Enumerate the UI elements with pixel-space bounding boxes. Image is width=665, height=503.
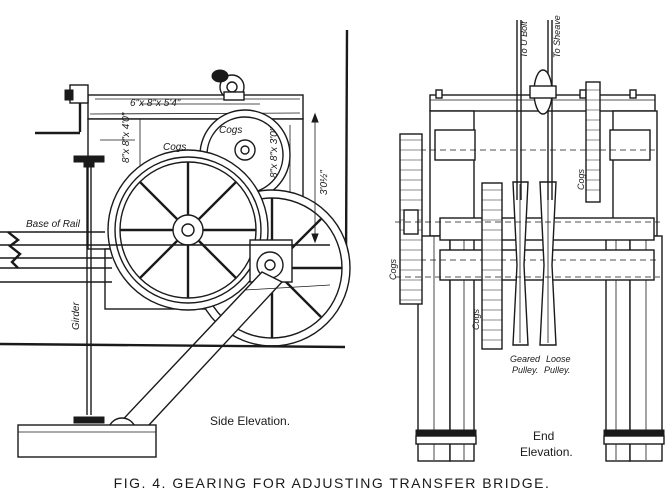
end-cog-gear-left [399,133,423,305]
cogs-label-2: Cogs [219,125,242,136]
top-timber [87,94,304,120]
dimension-label: 3'0½" [319,170,330,195]
figure-caption: FIG. 4. GEARING FOR ADJUSTING TRANSFER B… [114,475,551,491]
geared-pulley [512,181,529,346]
shaft [395,221,660,278]
side-elevation-title: Side Elevation. [210,414,290,428]
end-cog-gear-right [585,81,601,203]
cables [516,20,553,200]
bearing-block [249,239,293,283]
side-elevation: 6"x 8"x 5'4" 8"x 8"x 4'0" 8"x 8"x 3'0" C… [0,29,351,458]
cogs-label-1: Cogs [163,142,186,153]
cogs-mid-label: Cogs [471,308,481,330]
timber-right-label: 8"x 8"x 3'0" [269,127,280,178]
left-post [415,110,477,462]
cogs-left-label: Cogs [388,258,398,280]
to-u-bolt-label: To U Bolt [519,21,529,58]
spoked-flywheel-icon[interactable] [107,149,269,311]
geared-pulley-label-1: Geared [510,354,541,364]
loose-pulley [539,181,557,346]
guide-rod [344,29,349,266]
cog-gear-icon [211,69,245,101]
end-elevation: To U Bolt To Sheave Cogs Cogs Cogs Geare… [388,15,665,462]
timber-top-label: 6"x 8"x 5'4" [130,98,181,109]
end-elevation-title-1: End [533,429,554,443]
girder-label: Girder [71,302,82,330]
base-bed [17,424,157,458]
right-post [603,110,665,462]
girder-column [73,155,105,424]
geared-pulley-label-2: Pulley. [512,365,538,375]
timber-left-label: 8"x 8"x 4'0" [121,112,132,163]
top-pulley [529,69,557,115]
to-sheave-label: To Sheave [552,15,562,58]
geared-cog [481,182,503,350]
cogs-right-label: Cogs [576,168,586,190]
end-elevation-title-2: Elevation. [520,445,573,459]
crank-handle[interactable] [35,84,89,135]
base-of-rail-label: Base of Rail [26,219,81,230]
loose-pulley-label-1: Loose [546,354,571,364]
dimension-line [311,112,319,244]
loose-pulley-label-2: Pulley. [544,365,570,375]
rail-lines [0,231,346,349]
